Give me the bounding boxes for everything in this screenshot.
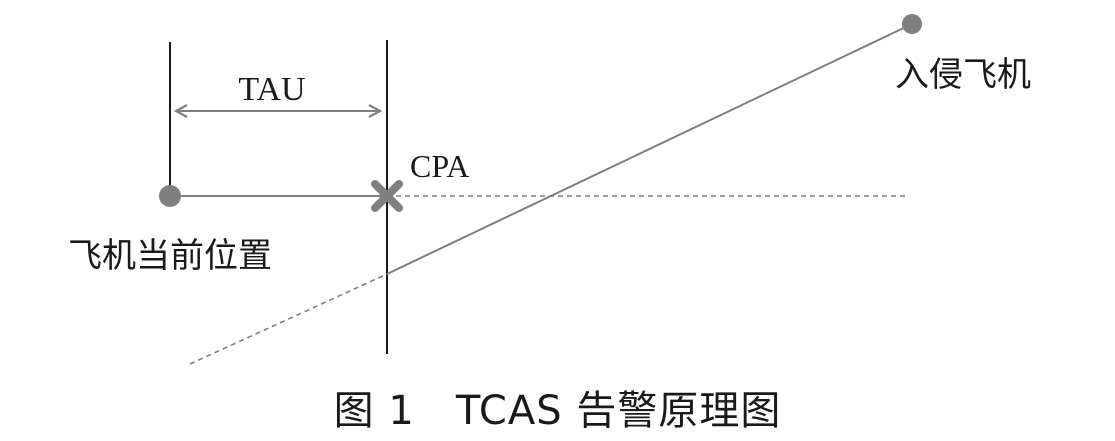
intruder-track-projection xyxy=(189,273,388,365)
own-aircraft-dot xyxy=(159,185,181,207)
figure-caption: 图 1 TCAS 告警原理图 xyxy=(333,388,782,434)
tau-label: TAU xyxy=(238,71,305,108)
intruder-track-line xyxy=(386,23,913,275)
intruder-aircraft-dot xyxy=(902,14,922,34)
cpa-cross-marker xyxy=(371,180,403,212)
cpa-label: CPA xyxy=(410,148,469,184)
intruder-label: 入侵飞机 xyxy=(895,55,1031,95)
own-aircraft-label: 飞机当前位置 xyxy=(68,236,272,276)
